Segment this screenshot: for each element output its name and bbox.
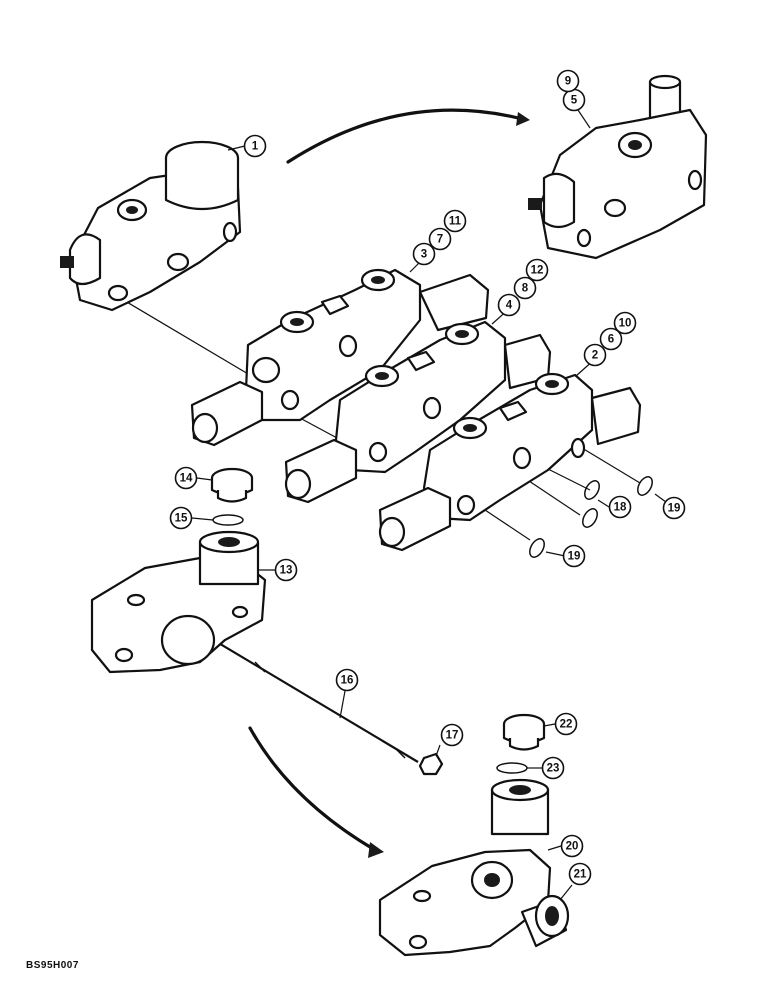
callout-label: 8 [522,283,529,295]
callout-label: 4 [506,300,513,312]
curve-arrow-bottom [248,726,377,852]
callout-13: 13 [274,558,298,582]
valve-section-rear [190,268,490,447]
callout-label: 6 [608,334,614,346]
callout-label: 20 [566,841,579,853]
callout-label: 21 [574,869,587,881]
callout-11: 11 [443,209,467,233]
o-ring-18 [584,480,600,500]
callout-18: 18 [608,495,632,519]
end-cover-13 [90,530,267,674]
callout-label: 10 [619,318,632,330]
callout-label: 9 [565,76,571,88]
callout-label: 1 [252,141,259,153]
callout-19a: 19 [662,496,686,520]
valve-section-middle [284,320,552,504]
callout-6: 6 [599,327,623,351]
callout-label: 22 [560,719,573,731]
callout-19b: 19 [562,544,586,568]
callout-7: 7 [428,227,452,251]
callout-16: 16 [335,668,359,692]
callout-label: 2 [592,350,598,362]
callout-label: 14 [180,473,193,485]
outlet-section [528,74,708,260]
callout-10: 10 [613,311,637,335]
callout-5: 5 [562,88,586,112]
callout-15: 15 [169,506,193,530]
o-ring-19 [637,476,653,496]
callout-label: 18 [614,502,627,514]
end-cover-20 [378,778,552,957]
cap-21 [520,894,570,948]
arrowhead-bottom [368,842,384,858]
nut-17 [418,752,444,776]
callout-14: 14 [174,466,198,490]
callout-label: 15 [175,513,188,525]
arrowhead-top [516,112,530,126]
plug-14 [210,467,254,503]
callout-17: 17 [440,723,464,747]
o-ring-23 [496,762,528,774]
callout-label: 5 [571,95,578,107]
callout-9: 9 [556,69,580,93]
callout-label: 19 [568,551,581,563]
callout-21: 21 [568,862,592,886]
callout-label: 3 [421,249,427,261]
callout-3: 3 [412,242,436,266]
callout-label: 12 [531,265,544,277]
o-ring-19b [529,538,545,558]
callout-4: 4 [497,293,521,317]
plug-22 [502,713,546,751]
callout-label: 19 [668,503,681,515]
callout-label: 11 [449,216,462,228]
callout-label: 7 [437,234,443,246]
callout-1: 1 [243,134,267,158]
curve-arrow-top [286,108,520,164]
callout-label: 16 [341,675,354,687]
valve-section-front [378,372,642,552]
callout-22: 22 [554,712,578,736]
callout-12: 12 [525,258,549,282]
callout-label: 17 [446,730,459,742]
o-ring-15 [212,514,244,526]
inlet-section [60,140,242,312]
reference-code: BS95H007 [26,960,79,971]
callout-23: 23 [541,756,565,780]
o-ring-18b [582,508,598,528]
callout-2: 2 [583,343,607,367]
callout-20: 20 [560,834,584,858]
callout-8: 8 [513,276,537,300]
callout-label: 13 [280,565,293,577]
callout-label: 23 [547,763,560,775]
